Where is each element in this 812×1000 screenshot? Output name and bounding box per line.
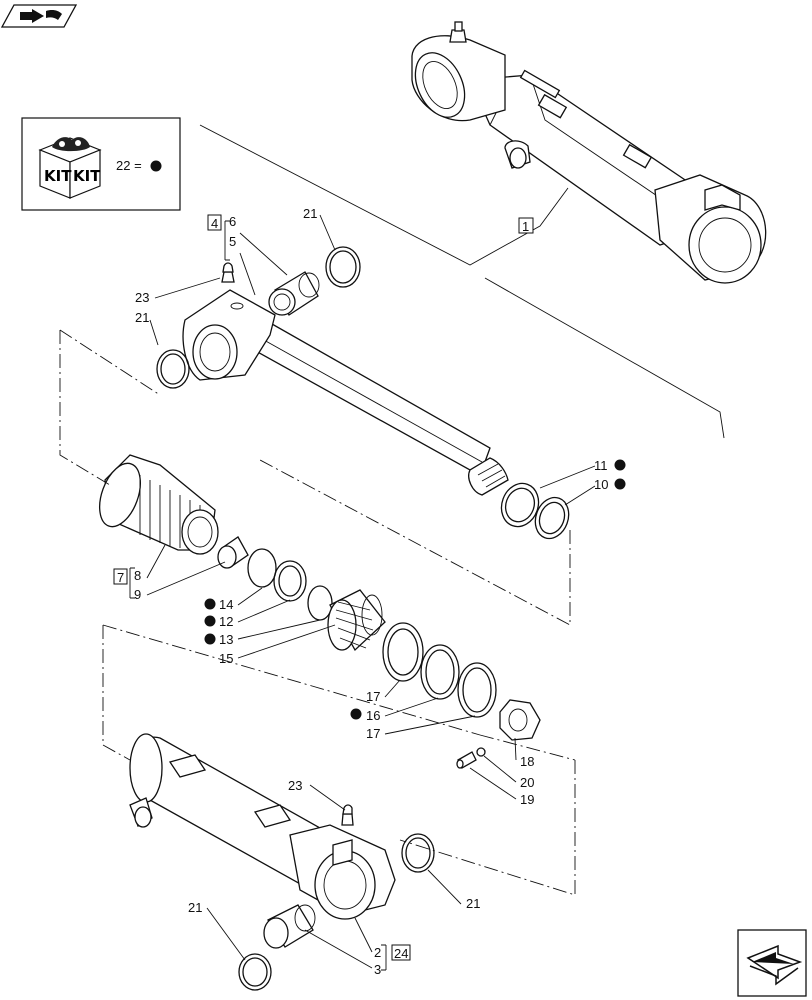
seal-14 xyxy=(247,548,277,588)
assembled-cylinder xyxy=(411,21,767,284)
ring-16 xyxy=(420,644,460,700)
callout-8: 8 xyxy=(134,568,141,583)
ring-21-upper xyxy=(325,246,361,288)
callout-20: 20 xyxy=(520,775,534,790)
kit-marker-16-icon xyxy=(350,708,362,720)
callout-23b: 23 xyxy=(288,778,302,793)
ring-11 xyxy=(500,482,540,528)
callout-10: 10 xyxy=(594,477,608,492)
callout-9: 9 xyxy=(134,587,141,602)
ring-17-lower xyxy=(457,662,497,718)
cylinder-head-7-8 xyxy=(99,454,219,555)
kit-marker-12-icon xyxy=(204,615,216,627)
callout-21a: 21 xyxy=(303,206,317,221)
bushing-2-3 xyxy=(263,904,316,949)
piston-15 xyxy=(327,589,386,652)
kit-text-right: KIT xyxy=(73,167,101,185)
callout-11: 11 xyxy=(594,458,608,473)
next-page-arrow-icon[interactable] xyxy=(737,929,807,997)
cylinder-barrel xyxy=(129,733,396,920)
callout-16: 16 xyxy=(366,708,380,723)
ring-17-upper xyxy=(382,622,424,682)
ball-20 xyxy=(476,747,486,757)
callout-17a: 17 xyxy=(366,689,380,704)
callout-1: 1 xyxy=(522,219,529,234)
kit-equation-label: 22 = xyxy=(116,158,142,173)
callout-21b: 21 xyxy=(135,310,149,325)
bushing-5-6 xyxy=(268,271,320,316)
leader-lines xyxy=(113,124,725,971)
kit-box-icon: KIT KIT xyxy=(38,137,102,199)
ring-21-lower-left xyxy=(238,953,272,991)
kit-marker-icon xyxy=(150,160,162,172)
callout-21c: 21 xyxy=(466,896,480,911)
bushing-9 xyxy=(217,536,249,569)
callout-18: 18 xyxy=(520,754,534,769)
callout-3: 3 xyxy=(374,962,381,977)
callout-19: 19 xyxy=(520,792,534,807)
seal-13 xyxy=(307,585,333,621)
kit-marker-10-icon xyxy=(614,478,626,490)
kit-marker-13-icon xyxy=(204,633,216,645)
nut-18 xyxy=(499,699,541,741)
callout-2: 2 xyxy=(374,945,381,960)
callout-12: 12 xyxy=(219,614,233,629)
callout-14: 14 xyxy=(219,597,233,612)
callout-5: 5 xyxy=(229,234,236,249)
kit-text-left: KIT xyxy=(44,167,72,185)
callout-23a: 23 xyxy=(135,290,149,305)
callout-7: 7 xyxy=(117,570,124,585)
callout-17b: 17 xyxy=(366,726,380,741)
callout-24: 24 xyxy=(394,946,408,961)
book-arrow-icon[interactable] xyxy=(0,4,78,28)
axis-lines xyxy=(59,329,576,896)
grease-nipple-23-top xyxy=(221,262,235,283)
callout-labels: 1 4 6 5 21 23 21 11 10 7 8 9 14 12 13 15… xyxy=(117,206,626,977)
ring-21-lower-right xyxy=(401,833,435,873)
seal-12 xyxy=(273,560,307,602)
ring-21-left xyxy=(156,349,190,389)
screw-19 xyxy=(456,751,477,769)
callout-13: 13 xyxy=(219,632,233,647)
callout-4: 4 xyxy=(211,216,218,231)
grease-nipple-23-bottom xyxy=(341,804,354,826)
callout-15: 15 xyxy=(219,651,233,666)
kit-marker-11-icon xyxy=(614,459,626,471)
callout-6: 6 xyxy=(229,214,236,229)
ring-10 xyxy=(534,496,570,540)
callout-21d: 21 xyxy=(188,900,202,915)
kit-marker-14-icon xyxy=(204,598,216,610)
piston-rod xyxy=(182,289,509,496)
kit-legend: KIT KIT 22 = xyxy=(21,117,181,211)
